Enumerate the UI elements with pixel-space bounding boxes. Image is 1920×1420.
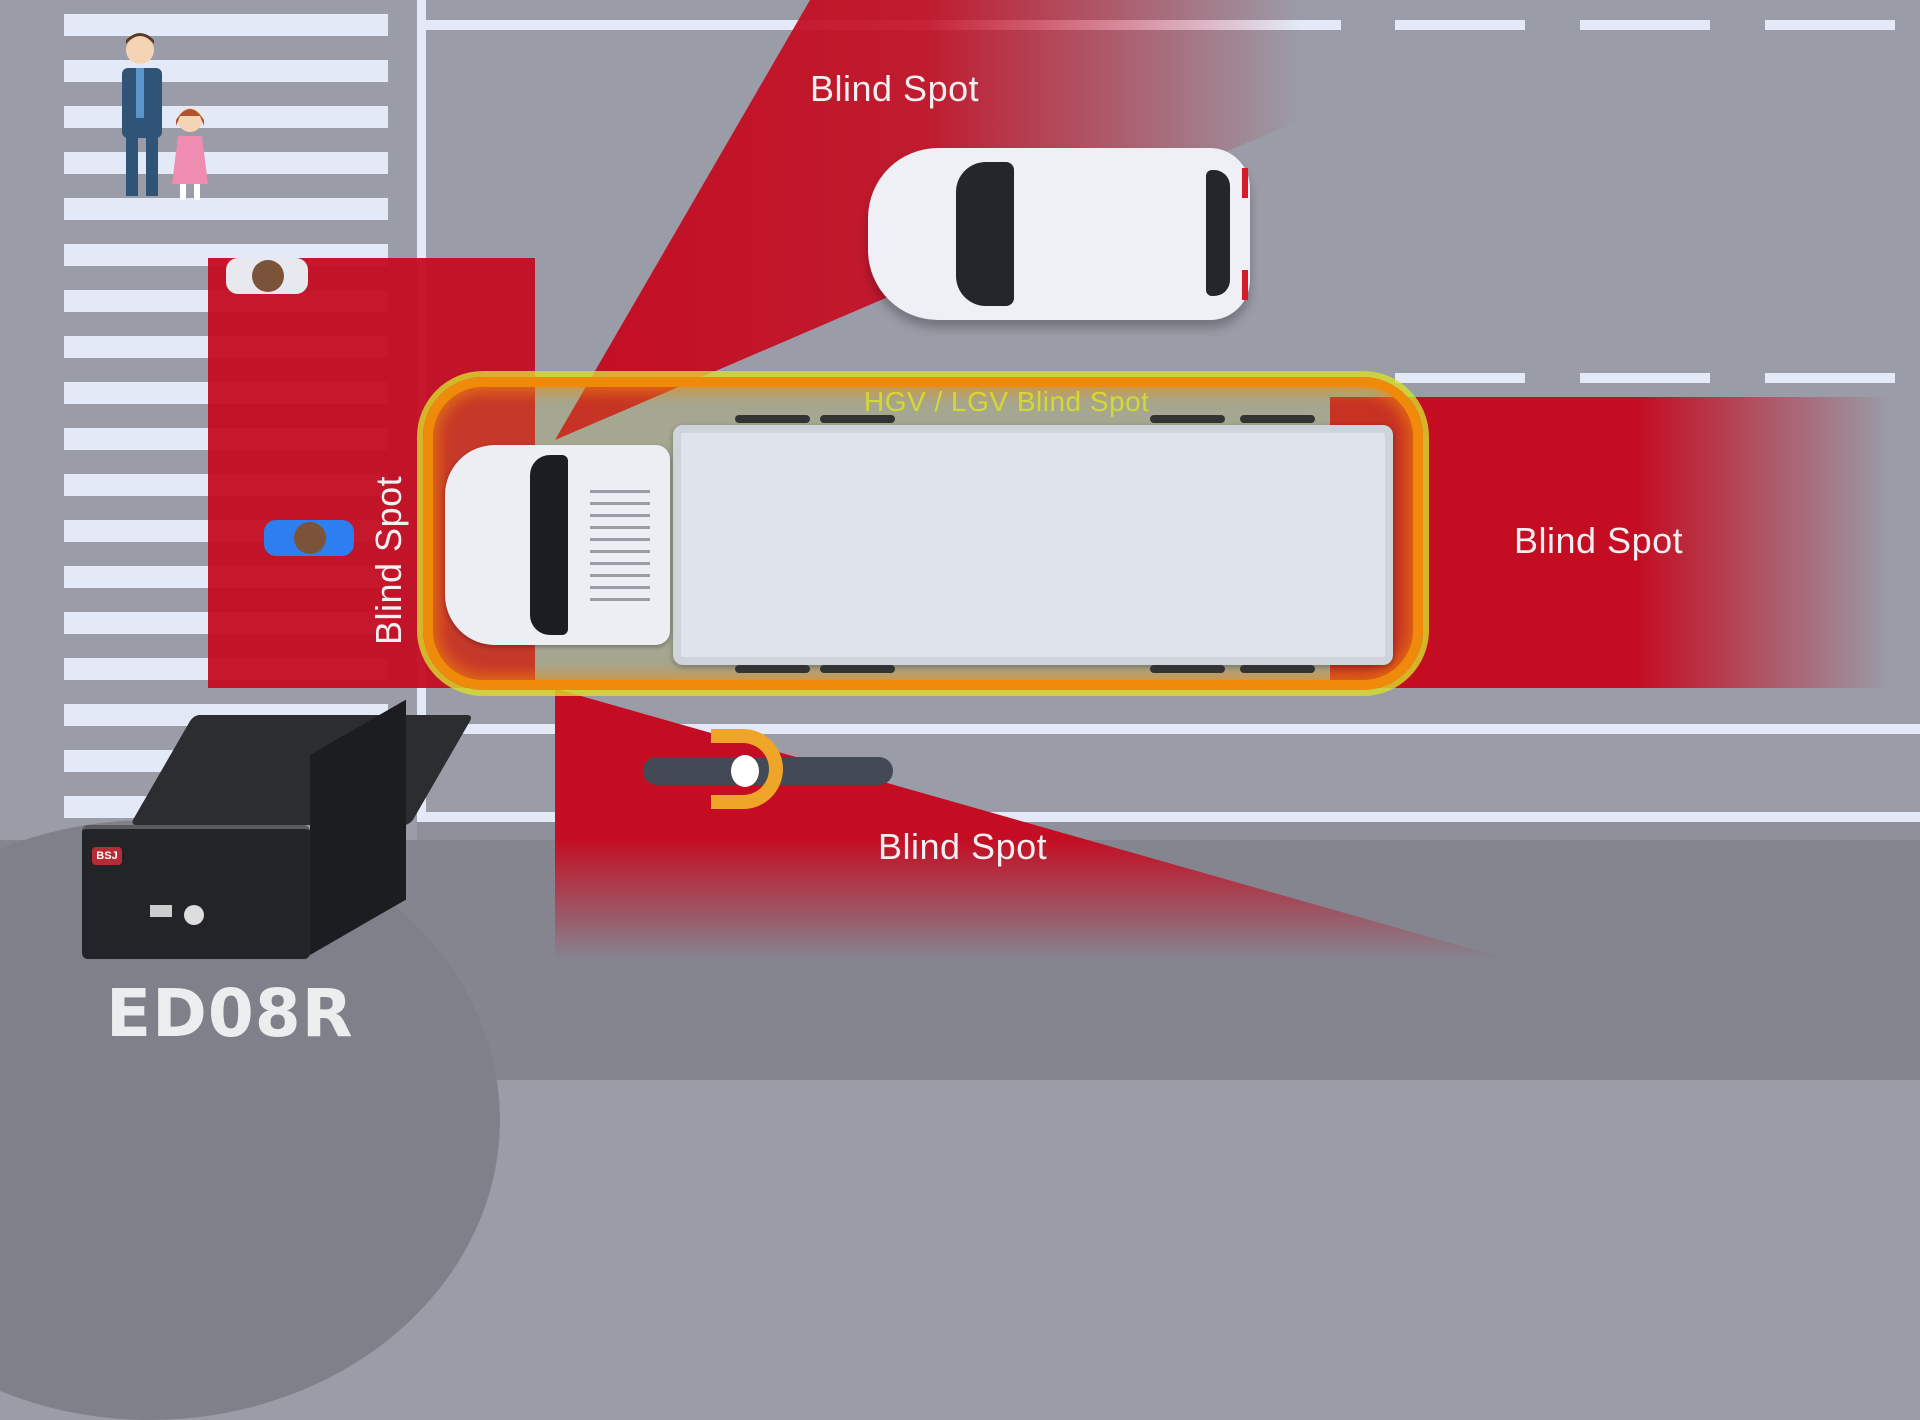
- cyclist-top-icon: [226, 258, 308, 294]
- motorcycle-icon: [643, 725, 903, 815]
- mobile-dvr-device: BSJ: [80, 699, 474, 965]
- dvr-front: [82, 825, 310, 959]
- blind-spot-top-label: Blind Spot: [810, 68, 980, 109]
- white-car: [868, 148, 1250, 320]
- girl-icon: [172, 108, 208, 200]
- blind-spot-rear-label: Blind Spot: [1514, 520, 1684, 561]
- blind-spot-bottom-label: Blind Spot: [878, 826, 1048, 867]
- brand-badge: BSJ: [92, 847, 122, 865]
- pedestrians: [122, 33, 208, 200]
- blind-spot-front-label: Blind Spot: [368, 475, 409, 645]
- truck-windshield: [530, 455, 568, 635]
- truck-trailer: [673, 425, 1393, 665]
- cyclist-blue-icon: [264, 520, 354, 556]
- car-windshield: [956, 162, 1014, 306]
- car-rear-window: [1206, 170, 1230, 296]
- hgv-truck: [445, 415, 1395, 673]
- product-model-label: ED08R: [106, 975, 354, 1052]
- hgv-blind-spot-label: HGV / LGV Blind Spot: [864, 386, 1150, 417]
- man-in-suit-icon: [122, 33, 162, 196]
